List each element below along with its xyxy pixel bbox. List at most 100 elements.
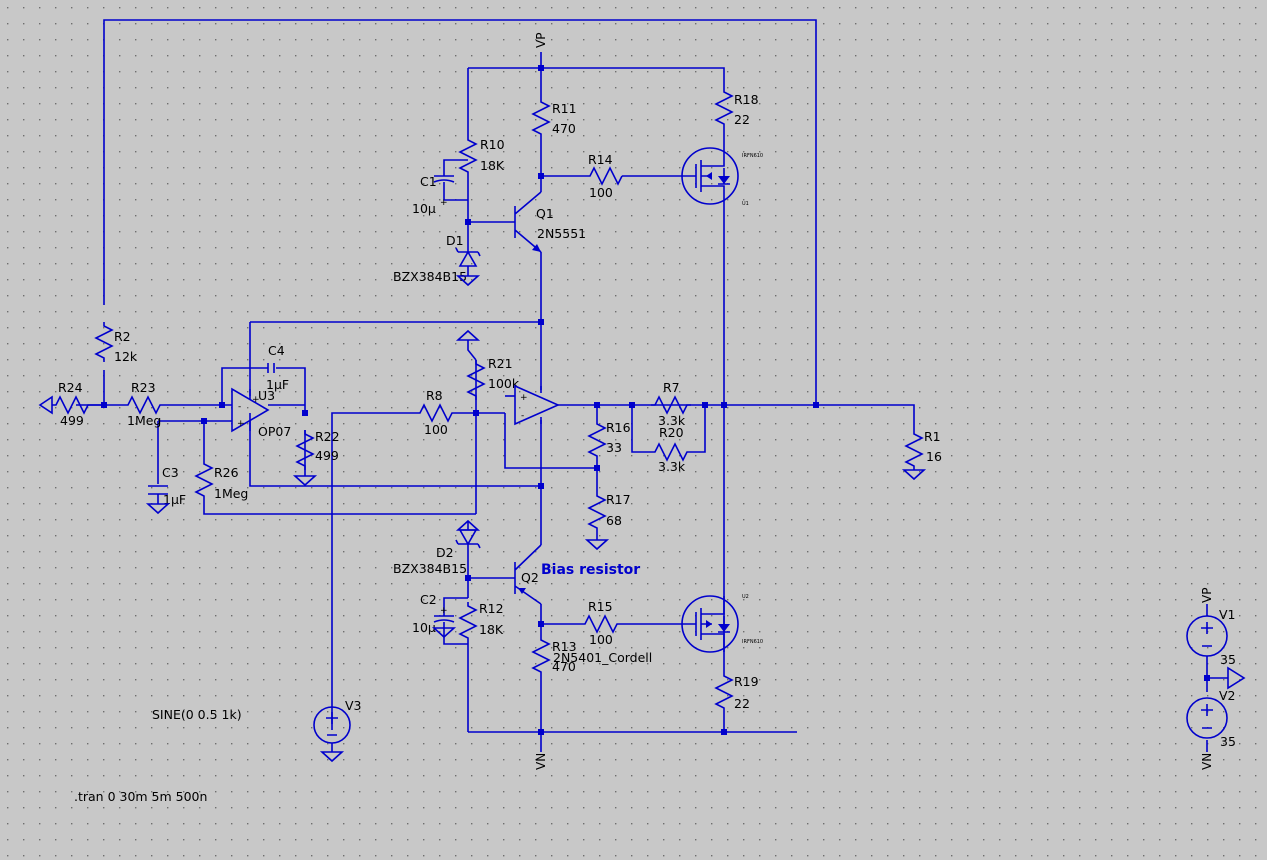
component-value: 22: [734, 112, 750, 127]
component-name: R26: [214, 465, 239, 480]
component-name: R11: [552, 101, 577, 116]
component-value: 18K: [479, 622, 504, 637]
component-value: 470: [552, 659, 576, 674]
component-name: R20: [659, 425, 684, 440]
resistor-r26[interactable]: R26 1Meg: [194, 460, 248, 502]
component-value: 33: [606, 440, 622, 455]
component-name: R17: [606, 492, 631, 507]
component-name: R14: [588, 152, 613, 167]
capacitor-c4[interactable]: C4 1µF: [266, 343, 289, 392]
component-value: 3.3k: [658, 459, 686, 474]
component-name: R16: [606, 420, 631, 435]
component-value: 499: [60, 413, 84, 428]
input-minus: -: [521, 411, 524, 421]
component-value: OP07: [258, 424, 291, 439]
component-name: R18: [734, 92, 759, 107]
source-v3[interactable]: V3: [313, 698, 362, 752]
component-name: U3: [258, 388, 275, 403]
resistor-r7[interactable]: R7 3.3k: [651, 380, 691, 428]
component-value: 499: [315, 448, 339, 463]
component-value: 10µ: [412, 620, 436, 635]
opamp-driver[interactable]: + -: [514, 384, 560, 426]
component-name: D1: [446, 233, 464, 248]
component-value: 100: [589, 632, 613, 647]
resistor-r24[interactable]: R24 499: [52, 380, 104, 428]
component-name: V3: [345, 698, 362, 713]
opamp-u3[interactable]: - + + U3 OP07: [231, 387, 291, 439]
resistor-r19[interactable]: R19 22: [714, 672, 759, 712]
resistor-r13[interactable]: R13 470: [531, 636, 577, 676]
component-name: R2: [114, 329, 131, 344]
resistor-r21[interactable]: R21 100k: [466, 356, 520, 400]
component-name: C3: [162, 465, 179, 480]
source-v2[interactable]: V2 35: [1186, 688, 1236, 749]
resistor-r23[interactable]: R23 1Meg: [124, 380, 164, 428]
net-label-vp: VP: [534, 33, 548, 48]
component-name: C4: [268, 343, 285, 358]
component-name: R12: [479, 601, 504, 616]
resistor-r11[interactable]: R11 470: [531, 98, 577, 138]
supply-plus: +: [252, 395, 260, 405]
component-name: R24: [58, 380, 83, 395]
transistor-q2[interactable]: Q2 2N5401_Cordell: [514, 544, 652, 665]
polarity-plus: +: [440, 606, 448, 616]
input-plus: +: [520, 393, 528, 403]
mosfet-u1[interactable]: IRFN610 U1: [681, 147, 763, 208]
capacitor-c2[interactable]: C2 10µ +: [412, 592, 455, 640]
resistor-r22[interactable]: R22 499: [295, 429, 340, 470]
ground-symbols: [38, 275, 1246, 763]
component-value: IRFN610: [742, 639, 763, 645]
zener-d1[interactable]: D1 BZX384B15: [393, 233, 481, 284]
component-value: 1Meg: [127, 413, 161, 428]
resistor-r2[interactable]: R2 12k: [94, 322, 138, 364]
resistor-r12[interactable]: R12 18K: [458, 601, 504, 642]
capacitor-c1[interactable]: C1 10µ +: [412, 164, 455, 216]
component-value: 68: [606, 513, 622, 528]
component-name: R8: [426, 388, 443, 403]
component-name: R23: [131, 380, 156, 395]
bias-resistor-label[interactable]: Bias resistor: [541, 562, 640, 578]
resistor-r1[interactable]: R1 16: [904, 429, 942, 470]
component-name: Q2: [521, 570, 539, 585]
component-name: C1: [420, 174, 437, 189]
input-minus: -: [238, 402, 241, 412]
resistor-r18[interactable]: R18 22: [714, 88, 759, 128]
resistor-r20[interactable]: R20 3.3k: [651, 425, 689, 474]
component-value: 35: [1220, 652, 1236, 667]
wires: [76, 19, 1228, 752]
component-name: R15: [588, 599, 613, 614]
net-label-vn: VN: [534, 753, 548, 770]
component-name: D2: [436, 545, 454, 560]
transistor-q1[interactable]: Q1 2N5551: [514, 191, 586, 253]
component-value: 16: [926, 449, 942, 464]
component-value: 1Meg: [214, 486, 248, 501]
resistor-r8[interactable]: R8 100: [416, 388, 456, 437]
resistor-r10[interactable]: R10 18K: [458, 136, 505, 176]
component-value: BZX384B15: [393, 561, 467, 576]
net-label-vp-supply: VP: [1200, 588, 1214, 603]
polarity-plus: +: [440, 198, 448, 208]
resistor-r14[interactable]: R14 100: [586, 152, 623, 200]
resistor-r16[interactable]: R16 33: [587, 420, 631, 458]
component-value: 22: [734, 696, 750, 711]
tran-directive[interactable]: .tran 0 30m 5m 500n: [74, 789, 207, 804]
component-name: R19: [734, 674, 759, 689]
component-value: 12k: [114, 349, 138, 364]
source-v1[interactable]: V1 35: [1186, 607, 1236, 667]
component-value: 2N5401_Cordell: [553, 650, 652, 665]
component-name: R22: [315, 429, 340, 444]
component-value: 35: [1220, 734, 1236, 749]
component-value: 3.3k: [658, 413, 686, 428]
source-v3-spec[interactable]: SINE(0 0.5 1k): [152, 707, 242, 722]
component-value: 18K: [480, 158, 505, 173]
mosfet-u2[interactable]: U2 IRFN610: [681, 594, 763, 653]
component-name: Q1: [536, 206, 554, 221]
resistor-r15[interactable]: R15 100: [581, 599, 621, 647]
net-label-vn-supply: VN: [1200, 753, 1214, 770]
zener-d2[interactable]: D2 BZX384B15: [393, 529, 481, 576]
component-name: R13: [552, 639, 577, 654]
component-value: 100: [589, 185, 613, 200]
resistor-r17[interactable]: R17 68: [587, 492, 631, 532]
